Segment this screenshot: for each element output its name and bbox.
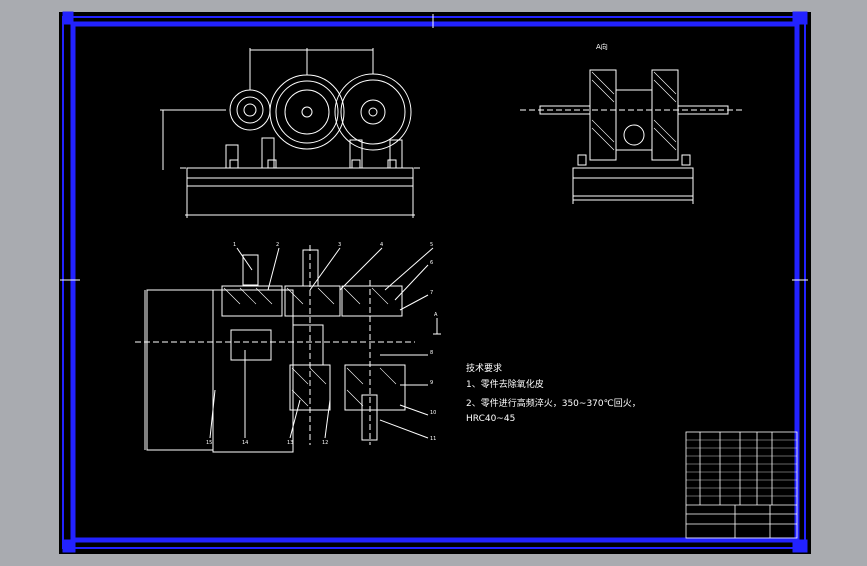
part-label: 5 bbox=[430, 242, 433, 248]
front-view bbox=[160, 48, 420, 218]
part-label: 6 bbox=[430, 260, 433, 266]
plan-view bbox=[135, 245, 441, 453]
part-label: 13 bbox=[287, 440, 293, 446]
tech-requirements-title: 技术要求 bbox=[466, 362, 502, 374]
section-mark: A bbox=[434, 312, 438, 318]
part-label: 1 bbox=[233, 242, 236, 248]
tech-requirement-item: 2、零件进行高频淬火，350~370℃回火， bbox=[466, 397, 641, 409]
part-label: 14 bbox=[242, 440, 248, 446]
view-label-a: A向 bbox=[596, 42, 608, 51]
title-block bbox=[685, 431, 798, 539]
part-label: 11 bbox=[430, 436, 436, 442]
part-label: 4 bbox=[380, 242, 383, 248]
part-label: 8 bbox=[430, 350, 433, 356]
part-label: 3 bbox=[338, 242, 341, 248]
part-label: 12 bbox=[322, 440, 328, 446]
tech-requirement-item: HRC40~45 bbox=[466, 414, 515, 424]
part-label: 7 bbox=[430, 290, 433, 296]
part-labels: 1 2 3 4 5 6 7 8 9 10 11 15 14 13 12 A bbox=[206, 242, 438, 446]
tech-requirements: 技术要求 1、零件去除氧化皮 2、零件进行高频淬火，350~370℃回火， HR… bbox=[466, 362, 641, 424]
drawing-sheet bbox=[59, 12, 811, 554]
part-label: 9 bbox=[430, 380, 433, 386]
part-label: 15 bbox=[206, 440, 212, 446]
part-label: 10 bbox=[430, 410, 436, 416]
sheet-border bbox=[60, 11, 808, 553]
part-label: 2 bbox=[276, 242, 279, 248]
tech-requirement-item: 1、零件去除氧化皮 bbox=[466, 378, 544, 390]
side-view-a: A向 bbox=[520, 42, 745, 204]
